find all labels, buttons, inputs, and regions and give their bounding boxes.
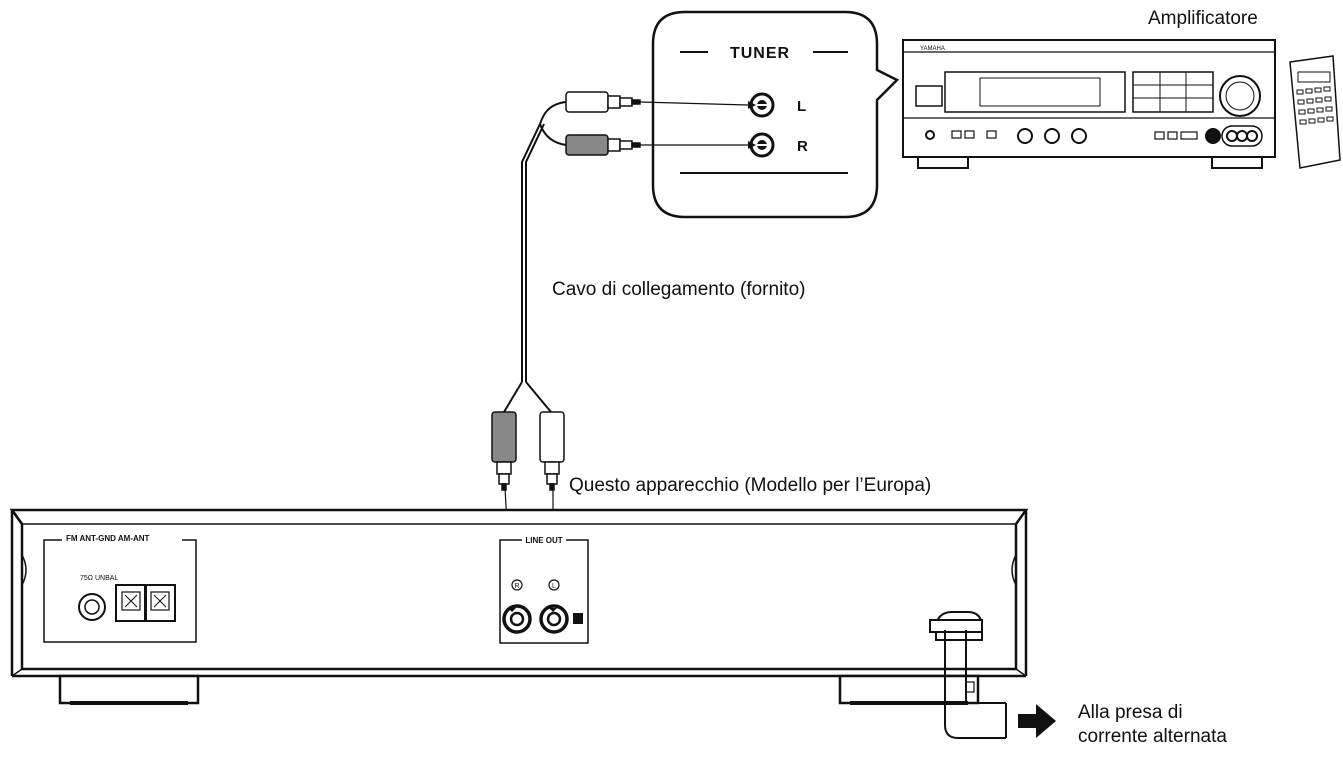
arrow-right-icon <box>1018 704 1056 738</box>
unit-label: Questo apparecchio (Modello per l’Europa… <box>569 475 932 496</box>
remote-control-icon <box>1289 55 1341 169</box>
antenna-section-label: FM ANT-GND AM-ANT <box>66 534 150 543</box>
fm-antenna-jack <box>78 593 106 621</box>
power-cord-icon <box>929 611 1007 739</box>
line-out-jack-l-label: L <box>552 583 556 590</box>
line-out-jack-r-label: R <box>514 583 519 590</box>
antenna-sub-label: 75Ω UNBAL <box>80 575 118 582</box>
rca-jack-icon <box>539 604 569 634</box>
svg-text:YAMAHA: YAMAHA <box>920 46 945 52</box>
rca-plug-icon <box>491 411 517 491</box>
tuner-title: TUNER <box>730 45 790 62</box>
tuner-jack-left-label: L <box>797 98 806 115</box>
tuner-callout <box>651 10 900 219</box>
arrow-head <box>748 101 756 109</box>
outlet-label-line2: corrente alternata <box>1078 726 1227 747</box>
rca-jack-icon <box>502 604 532 634</box>
arrow-head <box>748 141 756 149</box>
amplifier-label: Amplificatore <box>1148 8 1258 29</box>
line-out-label: LINE OUT <box>525 536 562 545</box>
volume-knob <box>1219 75 1261 117</box>
rca-plug-icon <box>565 91 641 113</box>
rca-plug-icon <box>565 134 641 156</box>
outlet-label-line1: Alla presa di <box>1078 702 1183 723</box>
rca-plug-icon <box>539 411 565 491</box>
amplifier: YAMAHA <box>902 39 1276 169</box>
cable-label: Cavo di collegamento (fornito) <box>552 279 806 300</box>
tuner-jack-right-label: R <box>797 138 808 155</box>
